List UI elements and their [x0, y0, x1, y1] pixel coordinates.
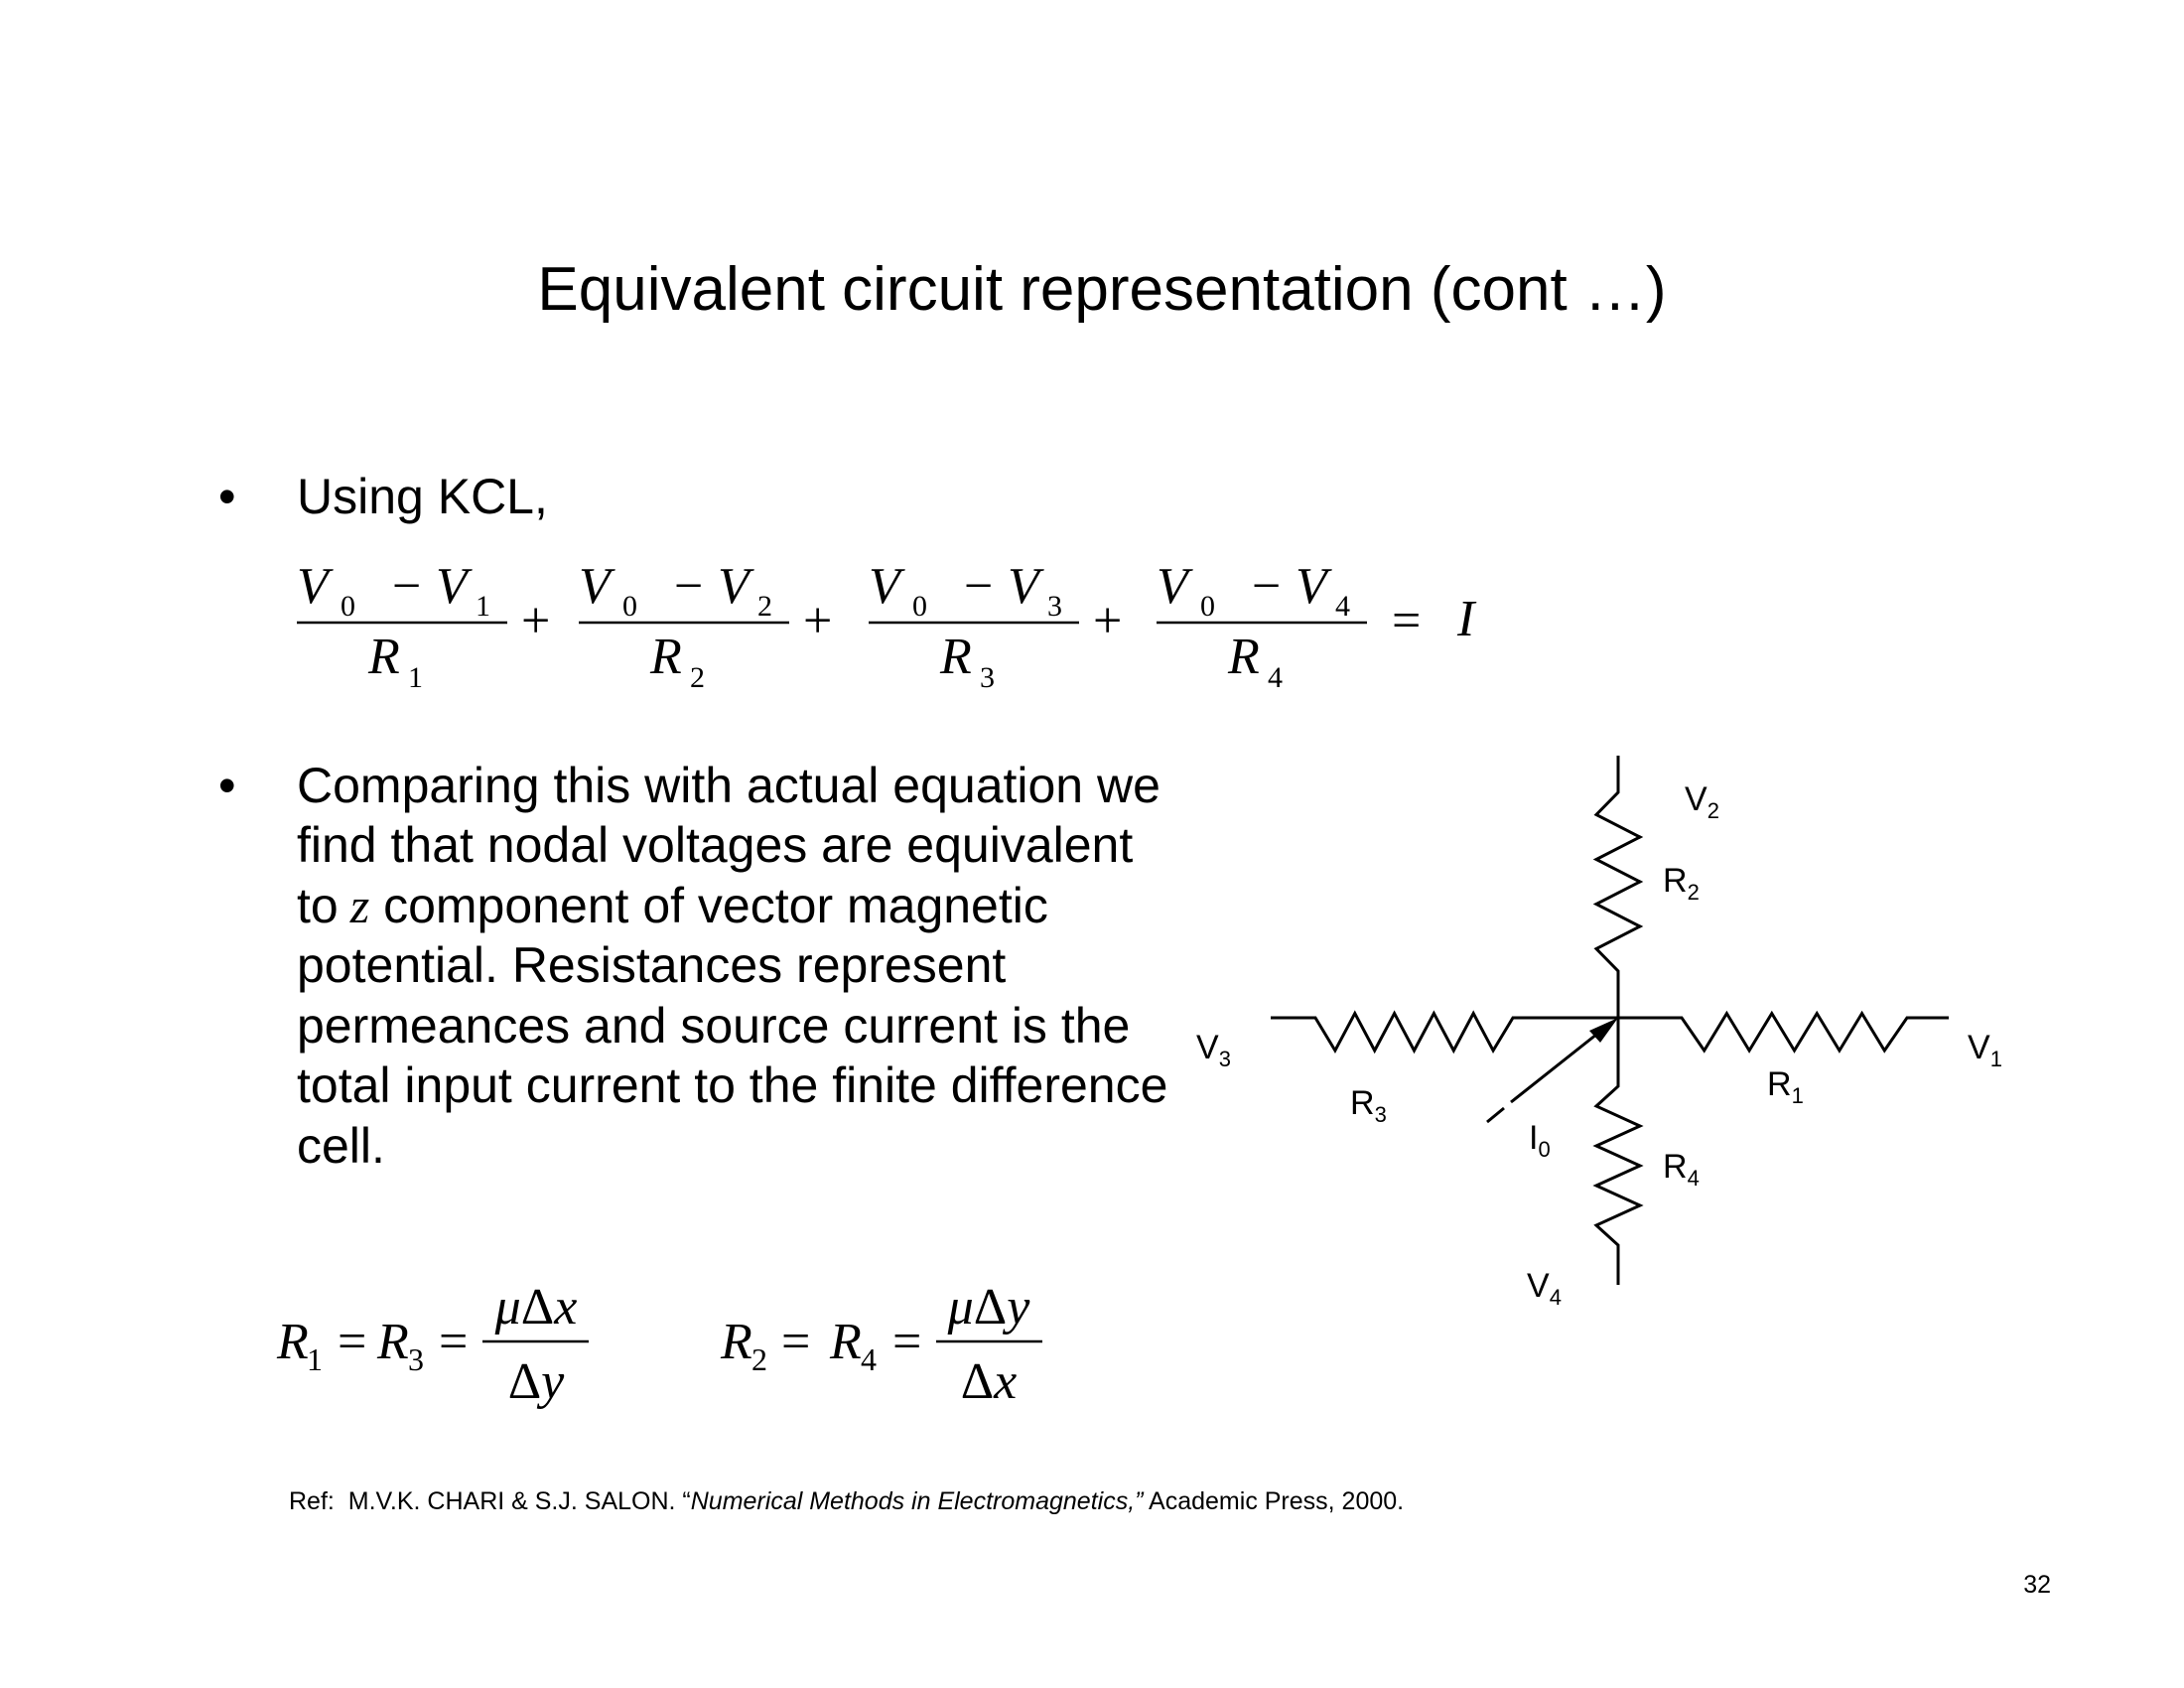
arrow-head-icon — [1589, 1018, 1618, 1043]
kcl-den-sub: 2 — [690, 661, 705, 694]
denominator: Δy — [508, 1353, 565, 1410]
numerator: μΔy — [947, 1279, 1031, 1336]
label-r2: R2 — [1663, 862, 1700, 905]
paragraph-line: Comparing this with actual equation we — [297, 758, 1160, 813]
resistance-equation-1: R 1 = R 3 = μΔx Δy — [276, 1279, 589, 1410]
kcl-a-sub: 0 — [341, 590, 355, 623]
current-source-arrow — [1486, 1025, 1607, 1124]
kcl-a-sub: 0 — [1200, 590, 1215, 623]
kcl-b-sub: 4 — [1335, 590, 1350, 623]
resistance-equation-2: R 2 = R 4 = μΔy Δx — [720, 1279, 1042, 1410]
kcl-op: − — [392, 558, 421, 615]
kcl-a: V — [297, 558, 334, 615]
page-number: 32 — [2023, 1571, 2051, 1599]
label-v3: V3 — [1196, 1029, 1231, 1071]
kcl-a: V — [869, 558, 905, 615]
kcl-den-sub: 1 — [408, 661, 423, 694]
kcl-den: R — [939, 629, 972, 685]
kcl-b: V — [718, 558, 754, 615]
symbol-r: R — [376, 1314, 409, 1370]
paragraph-line: permeances and source current is the — [297, 998, 1130, 1054]
variable-z: z — [349, 878, 369, 933]
paragraph-line: find that nodal voltages are equivalent — [297, 817, 1133, 873]
kcl-a-sub: 0 — [622, 590, 637, 623]
kcl-a: V — [579, 558, 615, 615]
kcl-b: V — [1008, 558, 1044, 615]
label-r4: R4 — [1663, 1148, 1700, 1191]
symbol-r: R — [720, 1314, 752, 1370]
paragraph-line: potential. Resistances represent — [297, 937, 1006, 993]
slide-title: Equivalent circuit representation (cont … — [537, 255, 1666, 324]
kcl-a: V — [1157, 558, 1193, 615]
subscript: 1 — [307, 1341, 323, 1377]
kcl-op: − — [674, 558, 703, 615]
reference-citation: Ref: M.V.K. CHARI & S.J. SALON. “Numeric… — [289, 1487, 1404, 1515]
subscript: 3 — [408, 1341, 424, 1377]
kcl-den-sub: 3 — [980, 661, 995, 694]
label-v2: V2 — [1685, 780, 1719, 823]
paragraph-line: total input current to the finite differ… — [297, 1057, 1167, 1113]
symbol-r: R — [829, 1314, 862, 1370]
equals: = — [439, 1314, 468, 1370]
equals: = — [338, 1314, 366, 1370]
bullet-marker: • — [218, 758, 236, 813]
bullet-text-kcl: Using KCL, — [297, 469, 548, 524]
plus-sign: + — [803, 593, 832, 649]
label-r3: R3 — [1350, 1084, 1387, 1127]
bullet-paragraph: Comparing this with actual equation we f… — [297, 758, 1167, 1174]
kcl-op: − — [1252, 558, 1281, 615]
kcl-b-sub: 1 — [476, 590, 490, 623]
equals: = — [892, 1314, 921, 1370]
paragraph-line: cell. — [297, 1118, 385, 1174]
kcl-den: R — [1227, 629, 1260, 685]
subscript: 4 — [861, 1341, 877, 1377]
kcl-b-sub: 2 — [757, 590, 772, 623]
kcl-den-sub: 4 — [1268, 661, 1283, 694]
label-v1: V1 — [1968, 1029, 2002, 1071]
kcl-b: V — [1296, 558, 1332, 615]
kcl-rhs: I — [1456, 591, 1477, 647]
kcl-a-sub: 0 — [912, 590, 927, 623]
equals-sign: = — [1392, 593, 1421, 649]
kcl-b: V — [436, 558, 473, 615]
label-r1: R1 — [1767, 1065, 1804, 1108]
plus-sign: + — [521, 593, 550, 649]
equals: = — [781, 1314, 810, 1370]
bullet-marker: • — [218, 469, 236, 524]
numerator: μΔx — [494, 1279, 578, 1336]
paragraph-text: component of vector magnetic — [369, 878, 1048, 933]
subscript: 2 — [751, 1341, 767, 1377]
kcl-den: R — [367, 629, 400, 685]
paragraph-text: to — [297, 878, 339, 933]
kcl-den: R — [649, 629, 682, 685]
circuit-wires — [1271, 756, 1949, 1285]
kcl-op: − — [964, 558, 993, 615]
symbol-r: R — [276, 1314, 309, 1370]
kcl-b-sub: 3 — [1047, 590, 1062, 623]
plus-sign: + — [1093, 593, 1122, 649]
label-i0: I0 — [1529, 1119, 1551, 1162]
label-v4: V4 — [1527, 1267, 1562, 1310]
denominator: Δx — [961, 1353, 1018, 1410]
